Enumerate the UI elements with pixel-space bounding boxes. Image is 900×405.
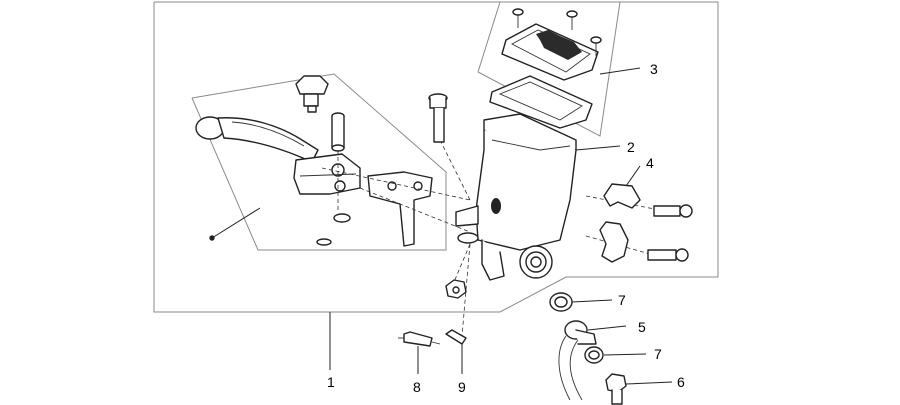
pivot-sleeve bbox=[331, 112, 345, 152]
banjo-fitting bbox=[558, 320, 597, 401]
lever-clips bbox=[316, 213, 351, 246]
callout-6: 6 bbox=[677, 374, 685, 390]
pushrod-pin bbox=[445, 329, 467, 345]
callout-8: 8 bbox=[413, 379, 421, 395]
master-cylinder-body bbox=[455, 113, 577, 281]
lock-nut bbox=[445, 279, 467, 299]
mount-bolt bbox=[428, 93, 448, 143]
adjuster-knob bbox=[295, 75, 329, 113]
banjo-bolt bbox=[605, 373, 627, 405]
callout-5: 5 bbox=[638, 319, 646, 335]
callout-2: 2 bbox=[627, 139, 635, 155]
callout-1: 1 bbox=[327, 374, 335, 390]
switch-plate bbox=[367, 171, 433, 247]
reservoir-cover bbox=[501, 8, 602, 81]
stop-light-switch bbox=[398, 331, 441, 347]
callout-7-lower: 7 bbox=[654, 346, 662, 362]
assembly-frame bbox=[153, 1, 719, 313]
callout-9: 9 bbox=[458, 379, 466, 395]
callout-4: 4 bbox=[646, 155, 654, 171]
handlebar-clamp bbox=[599, 183, 641, 263]
callout-3: 3 bbox=[650, 61, 658, 77]
cover-gasket bbox=[489, 75, 593, 129]
callout-7-upper: 7 bbox=[618, 292, 626, 308]
clamp-bolts bbox=[647, 204, 693, 262]
leader-lines bbox=[209, 67, 673, 385]
